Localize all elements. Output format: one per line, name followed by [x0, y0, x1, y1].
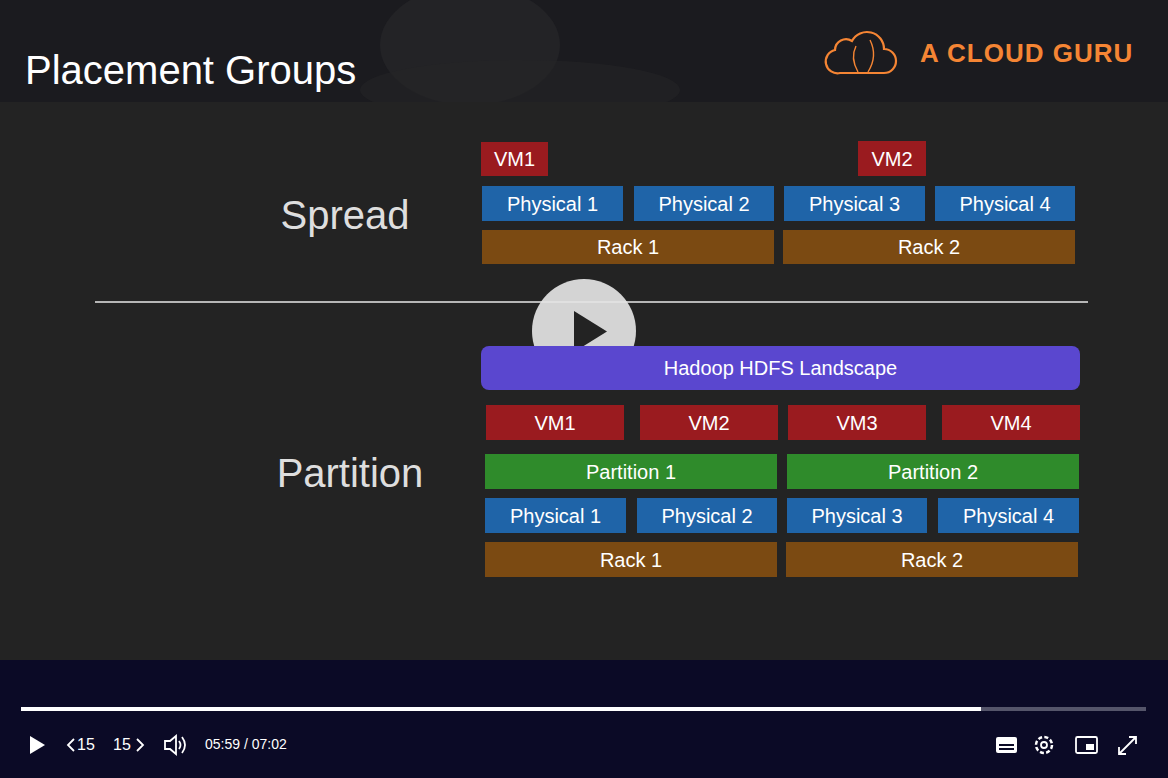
physical-host-box: Physical 4: [938, 498, 1079, 533]
box-text: VM2: [871, 148, 912, 170]
section-heading: Spread: [281, 193, 410, 237]
box-text: Partition 1: [586, 461, 676, 483]
box-text: Rack 1: [597, 236, 659, 258]
vm-box: VM1: [486, 405, 624, 440]
physical-host-box: Physical 4: [935, 186, 1075, 221]
rack-box: Rack 1: [485, 542, 777, 577]
slide-panel: [0, 102, 1168, 660]
rewind-chevron: [68, 739, 74, 751]
box-text: Physical 1: [507, 193, 598, 215]
rack-box: Rack 2: [783, 230, 1075, 264]
box-text: VM1: [494, 148, 535, 170]
section-heading: Partition: [277, 451, 424, 495]
box-text: VM3: [836, 412, 877, 434]
time-display: 05:59 / 07:02: [205, 737, 287, 752]
physical-host-box: Physical 1: [485, 498, 626, 533]
physical-host-box: Physical 2: [637, 498, 777, 533]
volume-icon: [165, 736, 185, 754]
box-text: Physical 3: [809, 193, 900, 215]
forward-chevron: [137, 739, 143, 751]
pip-icon: [1076, 737, 1097, 753]
partition-box: Partition 2: [787, 454, 1079, 489]
vm-box: VM1: [481, 142, 548, 176]
physical-host-box: Physical 3: [784, 186, 925, 221]
box-text: Physical 2: [658, 193, 749, 215]
box-text: Partition 2: [888, 461, 978, 483]
rack-box: Rack 2: [786, 542, 1078, 577]
play-icon: [30, 736, 45, 754]
rack-box: Rack 1: [482, 230, 774, 264]
box-text: Rack 2: [898, 236, 960, 258]
physical-host-box: Physical 3: [787, 498, 927, 533]
box-text: VM4: [990, 412, 1031, 434]
box-text: Physical 4: [959, 193, 1050, 215]
skip-seconds: 15: [77, 736, 95, 754]
brand-logo-text: A CLOUD GURU: [920, 39, 1133, 68]
box-text: Physical 1: [510, 505, 601, 527]
box-text: Hadoop HDFS Landscape: [664, 357, 897, 379]
box-text: Rack 2: [901, 549, 963, 571]
logo-cloud: [826, 32, 896, 73]
fullscreen-icon: [1119, 737, 1136, 754]
vm-box: VM2: [858, 141, 926, 176]
box-text: Rack 1: [600, 549, 662, 571]
box-text: VM1: [534, 412, 575, 434]
settings-icon: [1036, 737, 1052, 753]
player-bar: [0, 660, 1168, 778]
box-text: Physical 3: [811, 505, 902, 527]
physical-host-box: Physical 2: [634, 186, 774, 221]
vm-box: VM2: [640, 405, 778, 440]
subtitles-icon: [996, 737, 1017, 753]
slide-title: Placement Groups: [25, 48, 356, 92]
cluster-band: Hadoop HDFS Landscape: [481, 346, 1080, 390]
vm-box: VM3: [788, 405, 926, 440]
vm-box: VM4: [942, 405, 1080, 440]
box-text: VM2: [688, 412, 729, 434]
box-text: Physical 4: [963, 505, 1054, 527]
box-text: Physical 2: [661, 505, 752, 527]
partition-box: Partition 1: [485, 454, 777, 489]
physical-host-box: Physical 1: [482, 186, 623, 221]
skip-seconds: 15: [113, 736, 131, 754]
progress-track: [21, 707, 1146, 711]
progress-fill: [21, 707, 981, 711]
